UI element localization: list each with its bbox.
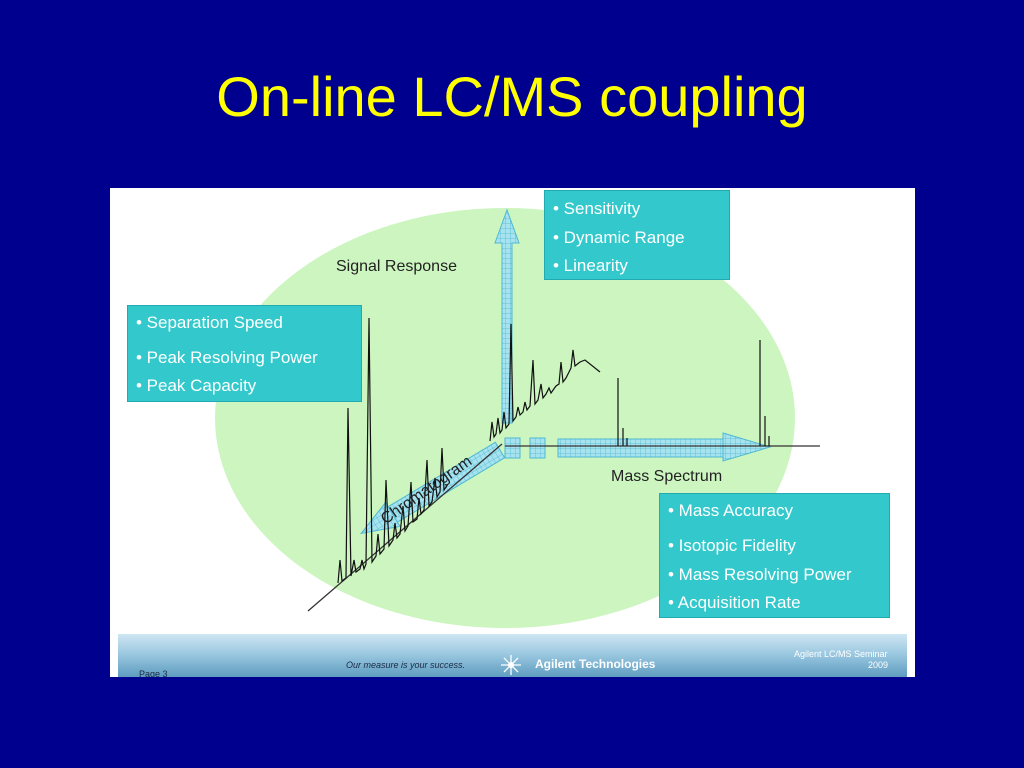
callout-item: • Acquisition Rate — [668, 593, 801, 612]
callout-item: • Mass Resolving Power — [668, 565, 852, 584]
callout-item: • Separation Speed — [136, 313, 283, 332]
callout-item: • Linearity — [553, 256, 628, 275]
callout-item: • Mass Accuracy — [668, 501, 793, 520]
agilent-logo-icon — [500, 654, 522, 676]
slide-title: On-line LC/MS coupling — [216, 65, 808, 128]
signal-response-label: Signal Response — [336, 258, 457, 275]
callout-item: • Dynamic Range — [553, 228, 685, 247]
mass-spectrum-peaks — [617, 340, 770, 446]
mass-spectrum-callout: • Mass Accuracy • Isotopic Fidelity • Ma… — [659, 493, 890, 618]
signal-response-arrow — [494, 208, 520, 424]
callout-item: • Peak Resolving Power — [136, 348, 318, 367]
mass-spectrum-label: Mass Spectrum — [611, 468, 723, 485]
signal-response-callout: • Sensitivity • Dynamic Range • Linearit… — [544, 190, 730, 280]
footer-company-name: Agilent Technologies — [535, 657, 656, 671]
footer-page-number: Page 3 — [139, 669, 168, 677]
chromatogram-arrow — [359, 441, 506, 535]
callout-item: • Peak Capacity — [136, 376, 257, 395]
footer-tagline: Our measure is your success. — [346, 660, 466, 670]
footer-seminar-line2: 2009 — [868, 660, 889, 670]
footer-seminar-line1: Agilent LC/MS Seminar — [794, 649, 888, 659]
footer-bar: Page 3 Our measure is your success. Agil… — [118, 634, 907, 677]
chromatogram-trace — [337, 317, 449, 584]
mass-spectrum-arrow — [504, 432, 772, 462]
chromatogram-trace-back — [489, 323, 601, 442]
callout-item: • Isotopic Fidelity — [668, 536, 796, 555]
diagram-panel: • Sensitivity • Dynamic Range • Linearit… — [110, 188, 915, 677]
callout-item: • Sensitivity — [553, 199, 641, 218]
separation-callout: • Separation Speed • Peak Resolving Powe… — [127, 305, 362, 402]
